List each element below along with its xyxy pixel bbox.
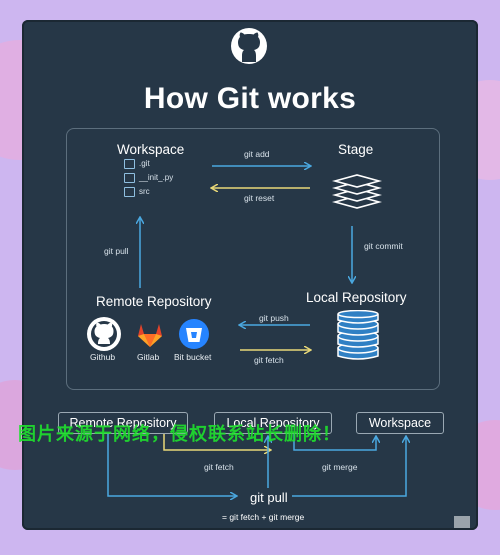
github-provider-icon xyxy=(86,316,122,352)
git-pull-label: git pull xyxy=(104,246,129,256)
bottom-git-merge-label: git merge xyxy=(322,462,358,472)
watermark-text: 图片来源于网络，侵权联系站长删除！ xyxy=(18,424,341,444)
stage-label: Stage xyxy=(338,142,374,157)
bottom-remote-repository-box: Remote Repository xyxy=(58,412,188,434)
file-item: __init_.py xyxy=(124,173,173,183)
bottom-git-pull-left-arrow xyxy=(107,431,236,496)
stack-layers-icon xyxy=(327,168,387,212)
page-title: How Git works xyxy=(143,82,357,115)
git-add-label: git add xyxy=(244,149,270,159)
file-icon xyxy=(124,173,135,183)
local-repository-label: Local Repository xyxy=(306,290,407,305)
bottom-workspace-box: Workspace xyxy=(356,412,444,434)
file-item: .git xyxy=(124,159,150,169)
gitlab-provider-label: Gitlab xyxy=(137,352,160,362)
file-item: src xyxy=(124,187,150,197)
corner-marker xyxy=(454,516,470,528)
bottom-git-pull-right-arrow xyxy=(292,437,406,497)
bottom-git-pull-label: git pull xyxy=(250,490,288,505)
database-icon xyxy=(335,310,381,362)
bottom-git-fetch-arrow xyxy=(163,431,270,450)
git-fetch-label: git fetch xyxy=(254,355,284,365)
github-logo-icon xyxy=(229,26,269,66)
git-flow-panel xyxy=(66,128,440,390)
github-provider-label: Github xyxy=(90,352,116,362)
file-icon xyxy=(124,187,135,197)
bottom-local-repository-box: Local Repository xyxy=(214,412,332,434)
bottom-git-fetch-label: git fetch xyxy=(204,462,234,472)
bitbucket-provider-label: Bit bucket xyxy=(174,352,212,362)
file-icon xyxy=(124,159,135,169)
workspace-label: Workspace xyxy=(117,142,185,157)
flow-arrows xyxy=(107,20,478,530)
bitbucket-provider-icon xyxy=(178,318,210,350)
git-push-label: git push xyxy=(259,313,289,323)
remote-repository-label: Remote Repository xyxy=(96,294,212,309)
git-diagram-card: How Git works Workspace .git __init_.py … xyxy=(22,20,478,530)
bottom-git-merge-arrow xyxy=(293,431,376,451)
bottom-equation-label: = git fetch + git merge xyxy=(222,512,305,522)
git-reset-label: git reset xyxy=(244,193,275,203)
gitlab-provider-icon xyxy=(134,318,166,350)
git-commit-label: git commit xyxy=(364,241,403,251)
